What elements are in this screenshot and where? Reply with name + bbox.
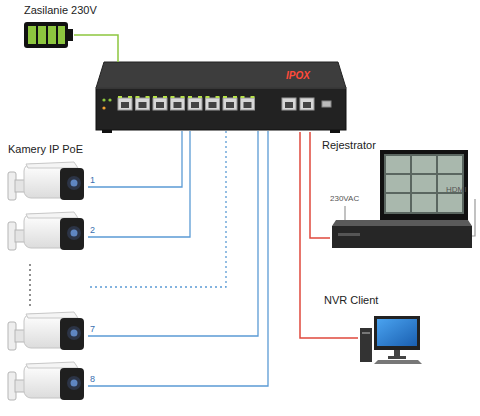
power-source: Zasilanie 230V [24, 22, 74, 48]
cable-label: HDMI [446, 185, 466, 194]
group-heading: Kamery IP PoE [8, 143, 83, 156]
callout-number: 8 [90, 374, 95, 384]
callout-number: 7 [90, 324, 95, 334]
ip-camera [8, 212, 84, 250]
client-box: NVR Client [358, 314, 424, 364]
network-connector [74, 35, 118, 62]
ip-camera [8, 312, 84, 350]
brand-logo: IPOX [286, 70, 310, 82]
camera-cable [88, 131, 268, 386]
network-connector [300, 132, 358, 338]
cable-label: 230VAC [330, 194, 359, 203]
battery-icon [24, 22, 73, 48]
ip-camera [8, 362, 84, 400]
callout-number: 2 [90, 225, 95, 235]
node-heading: NVR Client [324, 294, 378, 307]
continuation-dots [29, 264, 30, 308]
node-heading: Rejestrator [322, 139, 376, 152]
callout-number: 1 [90, 175, 95, 185]
client-computer [360, 316, 422, 364]
ip-camera [8, 162, 84, 200]
node-heading: Zasilanie 230V [24, 4, 97, 17]
switch-box: IPOX [96, 62, 346, 132]
poe-switch [96, 62, 346, 133]
